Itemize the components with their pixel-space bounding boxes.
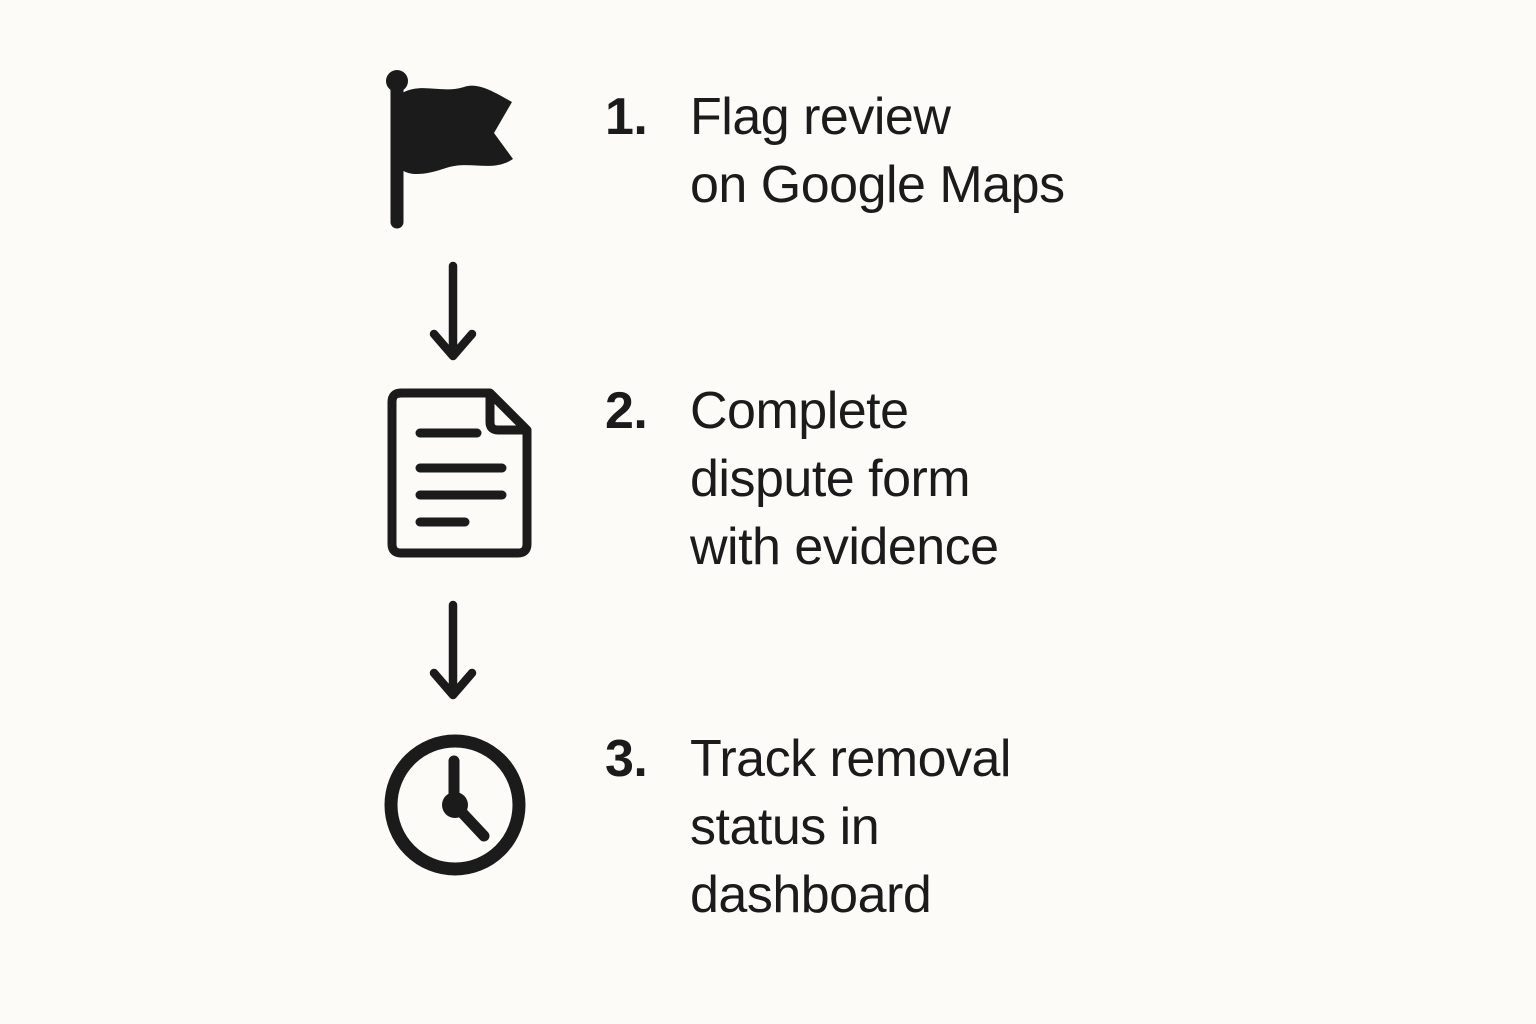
step-text-line: status in: [690, 798, 880, 856]
step-text-line: with evidence: [690, 518, 999, 576]
step-text-line: on Google Maps: [690, 156, 1065, 214]
down-arrow-icon: [429, 261, 477, 361]
step-1: 1. Flag review on Google Maps: [605, 83, 1065, 219]
step-2-text: Complete dispute form with evidence: [690, 377, 999, 581]
step-1-text: Flag review on Google Maps: [690, 83, 1065, 219]
step-2: 2. Complete dispute form with evidence: [605, 377, 999, 581]
down-arrow-icon: [429, 600, 477, 700]
flag-icon: [386, 70, 513, 229]
step-text-line: dispute form: [690, 450, 971, 508]
step-3: 3. Track removal status in dashboard: [605, 725, 1011, 929]
step-text-line: dashboard: [690, 866, 932, 924]
step-1-number: 1.: [605, 88, 648, 146]
step-2-number: 2.: [605, 382, 648, 440]
clock-icon: [384, 734, 526, 876]
step-3-number: 3.: [605, 730, 648, 788]
step-text-line: Complete: [690, 382, 909, 440]
document-icon: [387, 388, 532, 558]
step-3-text: Track removal status in dashboard: [690, 725, 1011, 929]
step-text-line: Flag review: [690, 88, 951, 146]
step-text-line: Track removal: [690, 730, 1011, 788]
